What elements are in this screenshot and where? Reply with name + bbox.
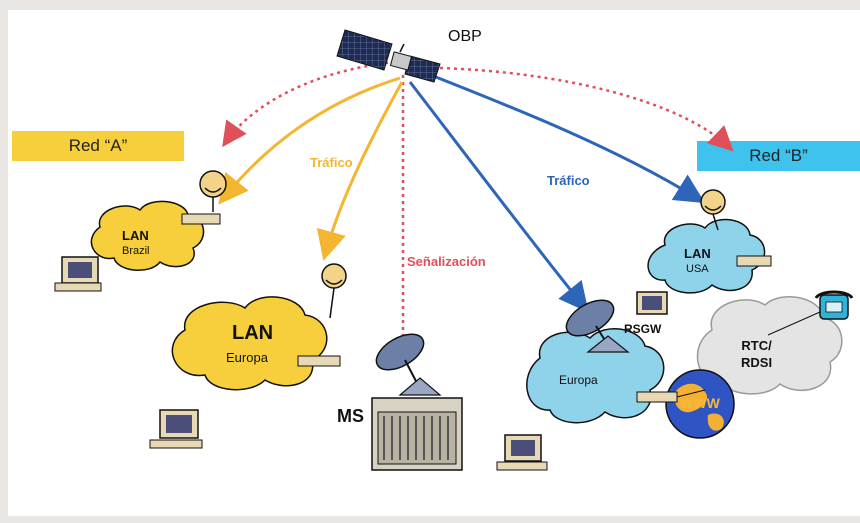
traffic-link-usa [417,68,706,204]
rtc-label-line2: RDSI [741,355,773,370]
rsgw-dish-antenna-icon [565,299,630,353]
signaling-label: Señalización [407,254,486,269]
modem-europa-b [636,391,678,403]
www-label: WWW [680,395,720,411]
dish-terminal-usa [700,189,772,267]
network-a-box [12,131,184,161]
telephone-icon [814,290,854,320]
pc-rsgw-icon [636,291,668,315]
www-globe-icon: WWW [665,369,735,439]
lan-brazil-subtitle: Brazil [122,245,150,257]
lan-usa-cloud [647,218,766,294]
satellite-label: OBP [448,28,482,45]
rsgw-label: RSGW [624,322,662,336]
pc-ms-icon [496,434,548,471]
lan-usa-subtitle: USA [686,263,709,275]
lan-brazil-title: LAN [122,228,149,243]
traffic-link-europa-a [316,81,404,261]
europa-b-cloud [526,328,665,424]
pc-europa-a-icon [149,409,203,449]
traffic-label-b: Tráfico [547,173,590,188]
rtc-phone-line [767,311,821,336]
pc-brazil-icon [54,256,102,292]
signaling-link-red-a [222,60,396,148]
europa-b-label: Europa [559,373,598,387]
network-b-label: Red “B” [749,146,808,165]
rtc-rdsi-label: RTC/ RDSI [741,337,772,371]
traffic-link-brazil [218,76,401,205]
traffic-link-europa-b [408,81,589,313]
rtc-label-line1: RTC/ [741,338,772,353]
network-a-label: Red “A” [68,136,128,155]
ms-label: MS [337,406,364,426]
ms-equipment-rack-icon [371,397,463,471]
ms-dish-antenna-icon [375,333,442,396]
dish-terminal-brazil [181,170,227,225]
traffic-label-a: Tráfico [310,155,353,170]
lan-europa-a-title: LAN [232,322,274,344]
dish-terminal-europa-a [297,263,347,367]
lan-europa-a-subtitle: Europa [226,350,268,365]
satellite-icon [336,29,441,83]
lan-usa-title: LAN [684,246,711,261]
europa-www-line [676,389,706,398]
lan-brazil-cloud [90,200,205,271]
